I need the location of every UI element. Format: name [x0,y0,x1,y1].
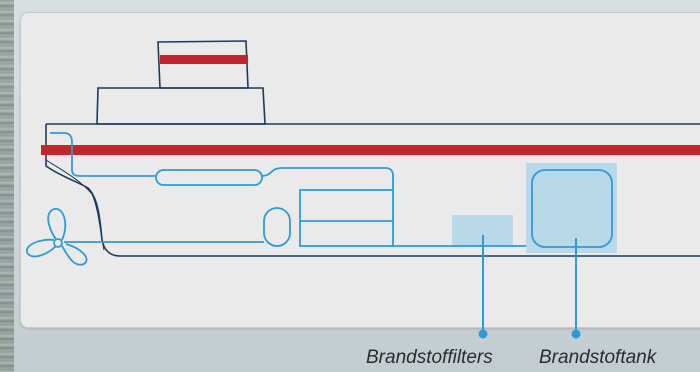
fuel-tank-box [526,163,617,253]
pointer-tank [572,238,581,339]
hull-red-stripe [41,145,700,155]
engine-block [300,190,393,246]
fuel-line-upper-2 [262,168,393,190]
fuel-tank-label: Brandstoftank [539,347,656,369]
pointer-filters [479,235,488,339]
pointer-dot-icon [479,330,488,339]
fuel-filters-label: Brandstoffilters [366,347,493,369]
funnel [158,41,248,88]
funnel-red-band [160,55,248,64]
propeller-icon [27,209,87,265]
fuel-line-capsule [156,170,262,185]
ship-superstructure [97,41,265,124]
pointer-dot-icon [572,330,581,339]
deckhouse [97,88,265,124]
engine-oval [264,208,290,246]
